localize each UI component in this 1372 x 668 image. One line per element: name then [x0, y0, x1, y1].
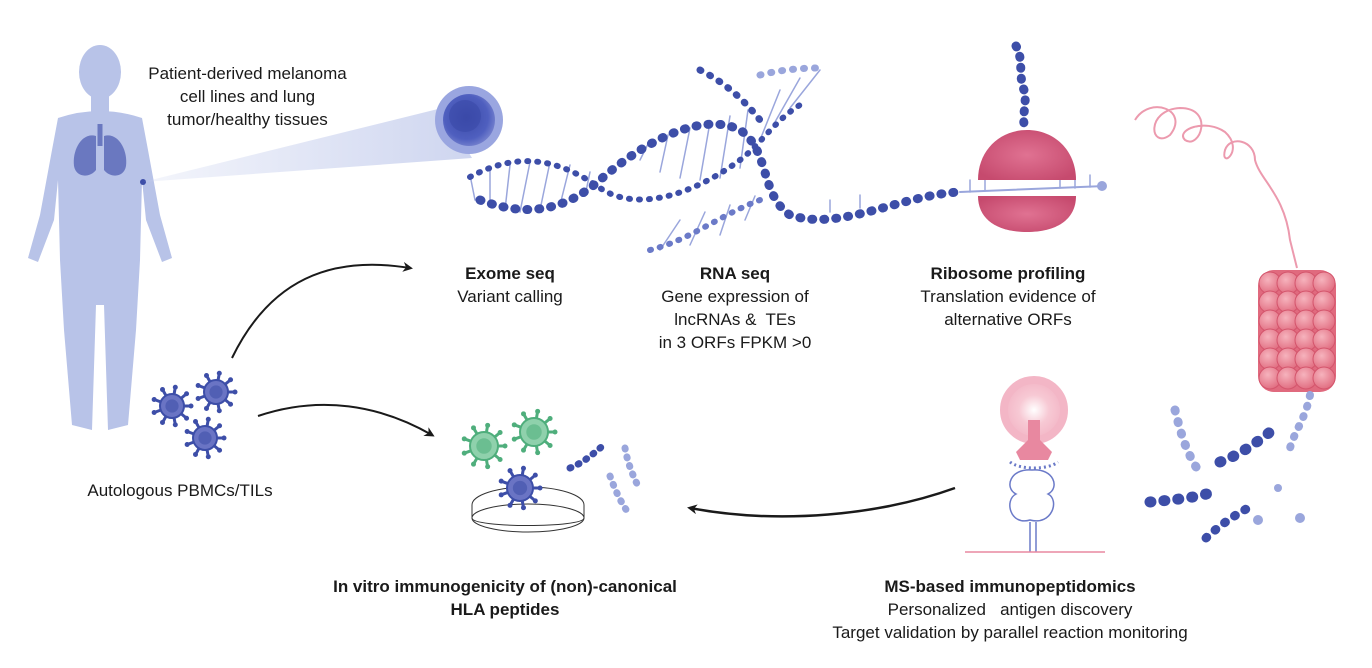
ms-sub-1: Personalized antigen discovery [887, 600, 1133, 619]
immune-cell-icon [195, 370, 238, 414]
rna-title: RNA seq [699, 264, 771, 283]
rna-seq-label: RNA seq Gene expression of lncRNAs & TEs… [620, 262, 850, 354]
immune-cell-icon [184, 416, 227, 460]
patient-line-2: cell lines and lung [179, 87, 316, 106]
ribo-sub-1: Translation evidence of [920, 287, 1096, 306]
rna-sub-2: lncRNAs & TEs [674, 310, 796, 329]
rna-sub-3: in 3 ORFs FPKM >0 [658, 333, 812, 352]
proteasome-subunit [1312, 366, 1336, 390]
lungs-icon [73, 124, 127, 176]
exome-title: Exome seq [465, 264, 555, 283]
pbmc-label: Autologous PBMCs/TILs [60, 479, 300, 502]
ribo-title: Ribosome profiling [930, 264, 1086, 283]
ribosome-profiling-label: Ribosome profiling Translation evidence … [888, 262, 1128, 331]
hla-complex-icon [965, 376, 1105, 553]
proteasome-icon [1134, 106, 1336, 392]
invitro-line-1: In vitro immunogenicity of (non)-canonic… [333, 577, 677, 596]
exome-sub: Variant calling [457, 287, 563, 306]
peptide-fragments-icon [1144, 391, 1314, 543]
arrow-to-invitro [257, 403, 435, 437]
tumor-cell-icon [435, 86, 503, 154]
pbmc-cells-icon [151, 370, 238, 460]
invitro-label: In vitro immunogenicity of (non)-canonic… [270, 575, 740, 621]
rna-sub-1: Gene expression of [661, 287, 809, 306]
ribosome-icon [978, 41, 1076, 232]
patient-sample-label: Patient-derived melanoma cell lines and … [130, 62, 365, 131]
exome-seq-label: Exome seq Variant calling [420, 262, 600, 308]
dna-helix-icon [467, 64, 1107, 253]
human-figure-icon [28, 45, 172, 430]
ms-title: MS-based immunopeptidomics [884, 577, 1136, 596]
patient-line-3: tumor/healthy tissues [167, 110, 328, 129]
tcell-green-icon [461, 422, 508, 470]
arrow-from-ms [687, 486, 956, 518]
immune-cell-icon [151, 384, 194, 428]
ms-immunopeptidomics-label: MS-based immunopeptidomics Personalized … [780, 575, 1240, 644]
peptides-in-dish-icon [566, 440, 644, 519]
ribo-sub-2: alternative ORFs [944, 310, 1072, 329]
tcell-green-icon [511, 408, 558, 456]
ms-sub-2: Target validation by parallel reaction m… [832, 623, 1188, 642]
pbmc-text: Autologous PBMCs/TILs [87, 481, 273, 500]
arrow-to-sequencing [231, 261, 413, 359]
invitro-line-2: HLA peptides [450, 600, 560, 619]
tumor-cell-small-icon [498, 465, 543, 511]
patient-line-1: Patient-derived melanoma [148, 64, 347, 83]
zoom-beam [143, 108, 472, 182]
